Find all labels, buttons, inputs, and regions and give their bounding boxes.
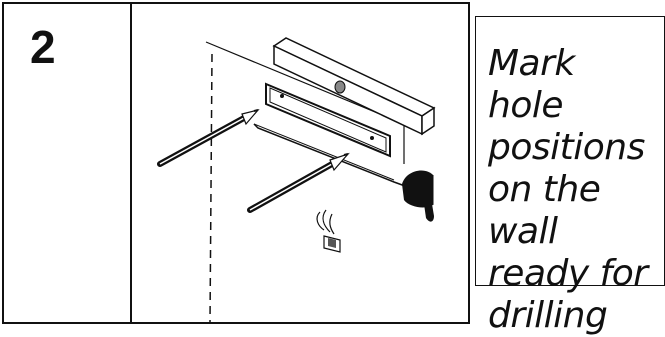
- step-number: 2: [30, 21, 56, 73]
- instruction-frame: [2, 2, 470, 324]
- caption-text: Mark hole positions on the wall ready fo…: [488, 43, 648, 336]
- pencil-icon-2: [247, 152, 350, 213]
- plumb-line: [209, 53, 213, 322]
- spirit-level-icon: [272, 37, 436, 136]
- pencil-icon: [157, 108, 260, 167]
- tape-measure-icon: [402, 170, 435, 222]
- instruction-illustration: [157, 37, 436, 322]
- step-number-column: 2: [2, 2, 132, 324]
- wall-plug-icon: [316, 209, 341, 253]
- caption-box: Mark hole positions on the wall ready fo…: [475, 16, 665, 336]
- bracket-icon: [265, 82, 391, 158]
